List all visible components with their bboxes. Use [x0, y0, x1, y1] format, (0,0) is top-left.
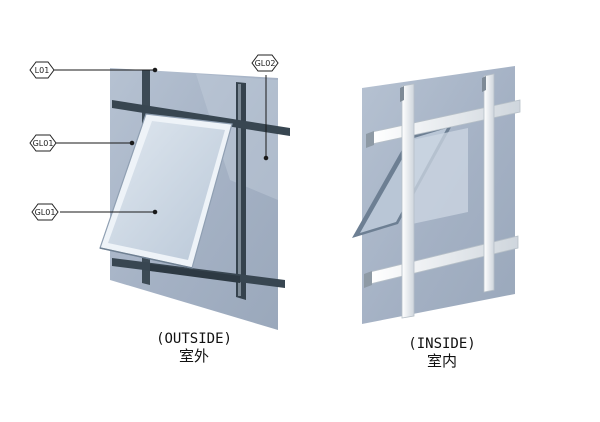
inside-caption: (INSIDE) 室内	[362, 336, 522, 370]
inside-caption-cn: 室内	[426, 352, 457, 370]
callout-gl01-lower-label: GL01	[35, 208, 56, 217]
callout-leaders	[50, 67, 269, 215]
inside-view	[352, 66, 521, 324]
outside-view	[99, 68, 290, 330]
callout-gl01-upper-label: GL01	[33, 139, 54, 148]
outside-open-sash-glass	[108, 121, 225, 260]
outside-sash-edge	[99, 247, 193, 269]
inside-mullion-left	[401, 83, 415, 319]
inside-mullion-right-cap	[482, 76, 486, 92]
inside-transom-lower-end	[364, 271, 372, 288]
outside-transom-upper	[112, 100, 290, 136]
callout-tag-gl01-lower: GL01	[31, 203, 59, 221]
callout-tag-l01: L01	[29, 61, 55, 79]
inside-transom-upper-end	[366, 131, 374, 148]
inside-mullion-right	[483, 73, 495, 293]
inside-caption-en: (INSIDE)	[408, 336, 476, 352]
callout-tag-gl02: GL02	[251, 54, 279, 72]
callout-gl02-label: GL02	[255, 59, 276, 68]
outside-caption: (OUTSIDE) 室外	[114, 331, 274, 365]
outside-caption-en: (OUTSIDE)	[156, 331, 232, 347]
outside-caption-cn: 室外	[178, 347, 209, 365]
outside-mullion-right-highlight	[238, 84, 241, 296]
callout-tag-gl01-upper: GL01	[29, 134, 57, 152]
inside-mullion-left-cap	[400, 86, 404, 102]
callout-l01-label: L01	[35, 66, 50, 75]
outside-transom-stub	[150, 264, 240, 283]
inside-sash-frame-glass	[412, 128, 468, 224]
